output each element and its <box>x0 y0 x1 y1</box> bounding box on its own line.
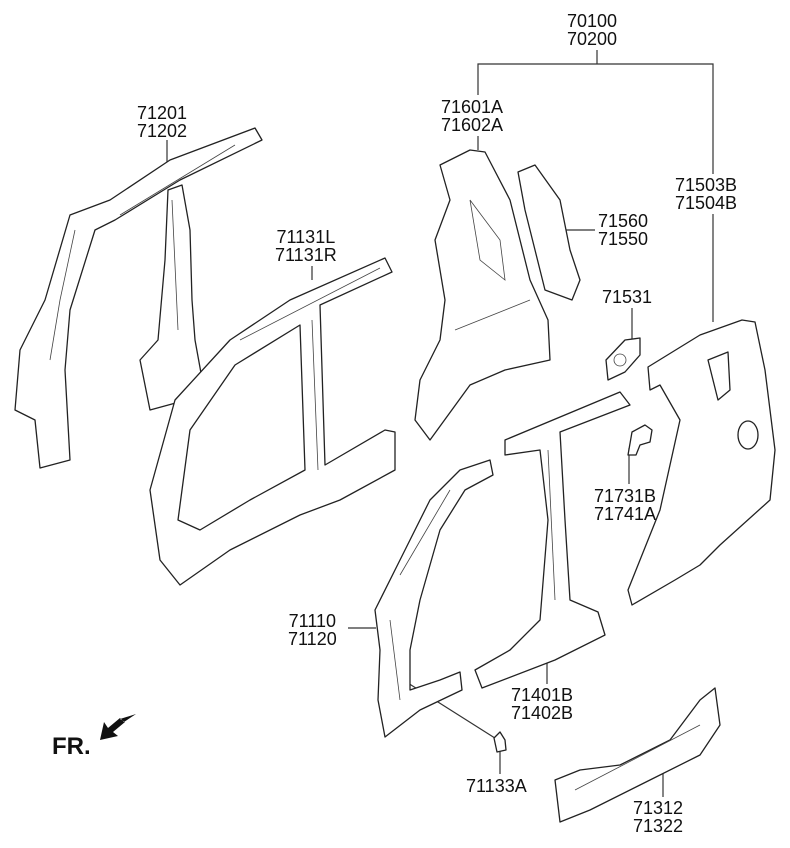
part-quarter-inner <box>414 149 551 441</box>
part-center-pillar <box>474 391 631 689</box>
label-fuel-housing: 71531 <box>602 287 653 307</box>
part-reinforcement <box>493 731 507 753</box>
part-fuel-housing <box>605 337 641 381</box>
part-quarter-outer <box>627 319 776 606</box>
part-side-sill <box>554 687 721 823</box>
front-indicator-label: FR. <box>52 733 91 760</box>
part-roof-rail-inner <box>14 127 263 469</box>
part-front-pillar <box>374 459 494 738</box>
part-bracket <box>627 424 653 456</box>
part-rear-pillar-inner <box>517 164 581 301</box>
part-side-outer <box>149 257 396 586</box>
label-reinforcement: 71133A <box>466 776 527 796</box>
front-arrow-icon <box>100 714 136 740</box>
